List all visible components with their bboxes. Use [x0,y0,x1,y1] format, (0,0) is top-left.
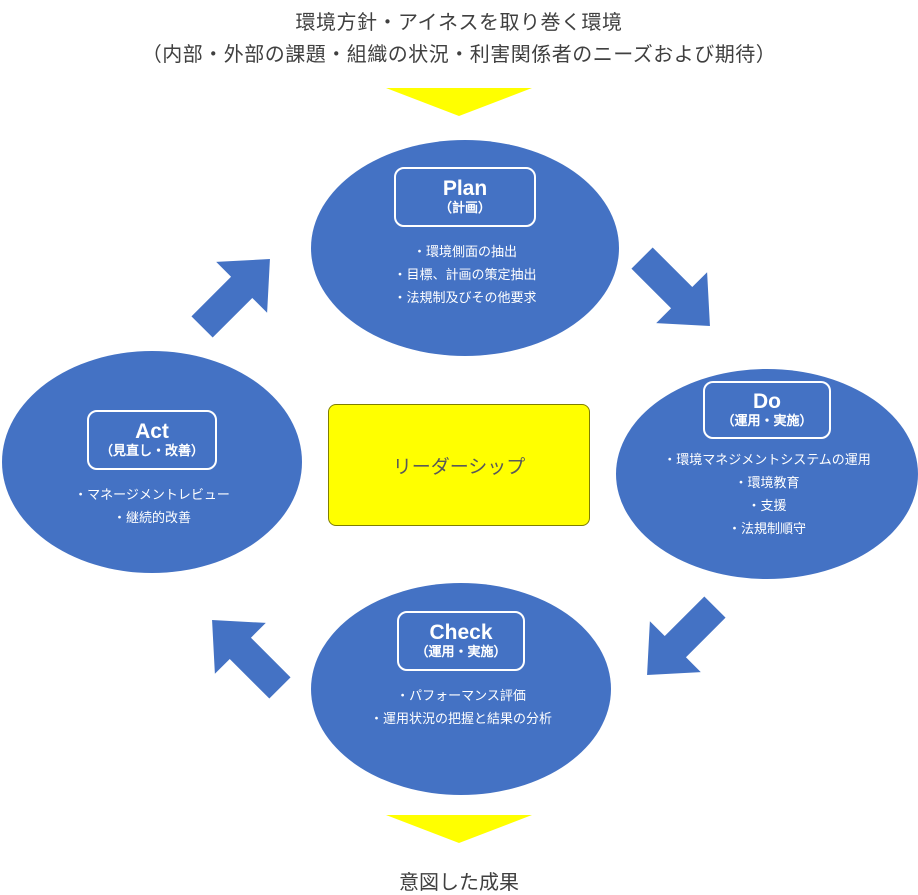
arrow-check-to-act [186,594,306,714]
arrow-do-to-check [621,581,741,701]
plan-label: Plan （計画） [394,167,536,227]
arrow-act-to-plan [176,233,296,353]
act-node: Act （見直し・改善） ・マネージメントレビュー ・継続的改善 [27,410,277,530]
header-subtitle: （内部・外部の課題・組織の状況・利害関係者のニーズおよび期待） [141,42,777,66]
input-triangle [386,88,532,116]
act-item: ・継続的改善 [112,511,191,526]
plan-item: ・目標、計画の策定抽出 [393,268,537,283]
plan-title: Plan [442,177,488,200]
check-subtitle: （運用・実施） [415,645,507,660]
do-node: Do （運用・実施） ・環境マネジメントシステムの運用 ・環境教育 ・支援 ・法… [632,381,902,541]
outcome-label: 意図した成果 [399,870,519,894]
check-node: Check （運用・実施） ・パフォーマンス評価 ・運用状況の把握と結果の分析 [336,611,586,731]
output-triangle [386,815,532,843]
header-title: 環境方針・アイネスを取り巻く環境 [295,10,623,34]
act-subtitle: （見直し・改善） [99,444,204,459]
check-title: Check [429,621,493,644]
act-label: Act （見直し・改善） [87,410,217,470]
do-ellipse [616,369,918,579]
arrow-plan-to-do [616,232,736,352]
leadership-box: リーダーシップ [328,404,590,526]
check-ellipse [311,583,611,795]
check-item: ・運用状況の把握と結果の分析 [369,712,552,727]
plan-item: ・環境側面の抽出 [412,245,517,260]
leadership-label: リーダーシップ [392,455,526,478]
do-item: ・法規制順守 [727,522,806,537]
act-items: ・マネージメントレビュー ・継続的改善 [74,484,230,530]
check-item: ・パフォーマンス評価 [396,689,526,704]
plan-items: ・環境側面の抽出 ・目標、計画の策定抽出 ・法規制及びその他要求 [393,241,536,310]
act-title: Act [135,420,169,443]
do-item: ・環境マネジメントシステムの運用 [663,453,871,468]
do-items: ・環境マネジメントシステムの運用 ・環境教育 ・支援 ・法規制順守 [663,449,871,541]
plan-item: ・法規制及びその他要求 [393,291,537,306]
do-title: Do [753,390,781,413]
do-item: ・支援 [747,499,787,514]
act-item: ・マネージメントレビュー [74,488,230,503]
check-items: ・パフォーマンス評価 ・運用状況の把握と結果の分析 [370,685,552,731]
plan-ellipse [311,140,619,356]
do-item: ・環境教育 [734,476,800,491]
plan-node: Plan （計画） ・環境側面の抽出 ・目標、計画の策定抽出 ・法規制及びその他… [340,167,590,310]
check-label: Check （運用・実施） [397,611,525,671]
plan-subtitle: （計画） [438,201,491,216]
do-subtitle: （運用・実施） [721,414,813,429]
do-label: Do （運用・実施） [703,381,831,439]
